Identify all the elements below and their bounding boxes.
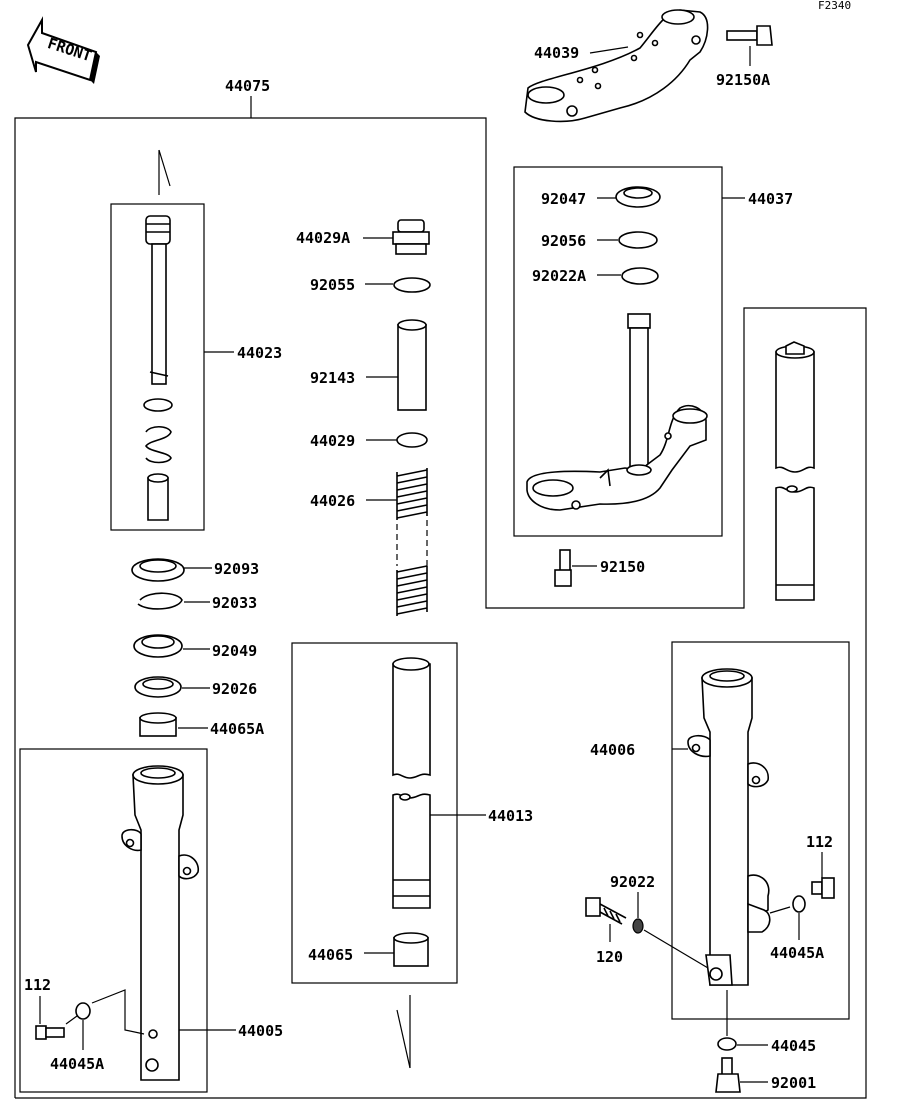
collar-92143-part[interactable] [397, 319, 427, 411]
retaining-ring-92033-part[interactable] [137, 592, 183, 610]
washer-92026-part[interactable] [134, 676, 182, 698]
spring-44026-part[interactable] [396, 468, 428, 616]
oil-seal-92049-part[interactable] [133, 634, 183, 658]
dust-seal-92093-part[interactable] [131, 558, 185, 582]
label-92001: 92001 [771, 1074, 816, 1092]
washer-92022-part[interactable] [632, 918, 644, 934]
damper-box [110, 203, 205, 531]
bolt-92150a-part[interactable] [726, 25, 773, 46]
outer-tube-44005-part[interactable] [121, 765, 200, 1081]
washer-44045a-left-part[interactable] [75, 1002, 91, 1020]
steering-stem-part[interactable] [526, 313, 708, 511]
label-44065a: 44065A [210, 720, 264, 738]
label-92143: 92143 [310, 369, 355, 387]
bolt-92001-part[interactable] [715, 1057, 741, 1093]
label-44029a: 44029A [296, 229, 350, 247]
label-44013: 44013 [488, 807, 533, 825]
left-outer-tube-box [19, 748, 208, 1093]
label-92150: 92150 [600, 558, 645, 576]
washer-92056-part[interactable] [618, 231, 658, 249]
bolt-120-part[interactable] [585, 897, 627, 925]
right-outer-tube-box [671, 641, 850, 1020]
label-92026: 92026 [212, 680, 257, 698]
right-inner-tube-part[interactable] [775, 341, 815, 601]
label-112-left: 112 [24, 976, 51, 994]
label-92022: 92022 [610, 873, 655, 891]
cap-bolt-44029a-part[interactable] [392, 219, 430, 255]
label-92022a: 92022A [532, 267, 586, 285]
seat-44029-part[interactable] [396, 432, 428, 448]
label-112-right: 112 [806, 833, 833, 851]
label-44045: 44045 [771, 1037, 816, 1055]
bolt-112-left-part[interactable] [35, 1025, 65, 1040]
washer-92022a-part[interactable] [621, 267, 659, 285]
label-92056: 92056 [541, 232, 586, 250]
outer-tube-44006-part[interactable] [687, 668, 771, 986]
label-44029: 44029 [310, 432, 355, 450]
washer-44045-part[interactable] [717, 1037, 737, 1051]
fork-assembly-outline [14, 117, 867, 1099]
label-44005: 44005 [238, 1022, 283, 1040]
label-92093: 92093 [214, 560, 259, 578]
label-92150a: 92150A [716, 71, 770, 89]
label-44023: 44023 [237, 344, 282, 362]
upper-bracket-part[interactable] [524, 9, 709, 123]
washer-92047-part[interactable] [615, 186, 661, 208]
front-direction-arrow-icon: FRONT [26, 16, 100, 84]
o-ring-92055-part[interactable] [393, 277, 431, 293]
label-44037: 44037 [748, 190, 793, 208]
bolt-112-right-part[interactable] [811, 877, 835, 899]
label-44039: 44039 [534, 44, 579, 62]
label-44045a-left: 44045A [50, 1055, 104, 1073]
stem-box [513, 166, 723, 537]
label-44075: 44075 [225, 77, 270, 95]
bolt-92150-part[interactable] [554, 549, 572, 587]
label-44006: 44006 [590, 741, 635, 759]
label-92033: 92033 [212, 594, 257, 612]
label-44045a-right: 44045A [770, 944, 824, 962]
damper-rod-part[interactable] [143, 215, 173, 521]
label-44026: 44026 [310, 492, 355, 510]
inner-tube-box [291, 642, 458, 984]
figure-code: F2340 [818, 0, 851, 12]
label-44065: 44065 [308, 946, 353, 964]
label-120: 120 [596, 948, 623, 966]
label-92047: 92047 [541, 190, 586, 208]
bushing-44065-part[interactable] [393, 932, 429, 967]
bushing-44065a-part[interactable] [139, 712, 177, 737]
washer-44045a-right-part[interactable] [792, 895, 806, 913]
label-92055: 92055 [310, 276, 355, 294]
label-92049: 92049 [212, 642, 257, 660]
inner-tube-44013-part[interactable] [392, 657, 431, 909]
